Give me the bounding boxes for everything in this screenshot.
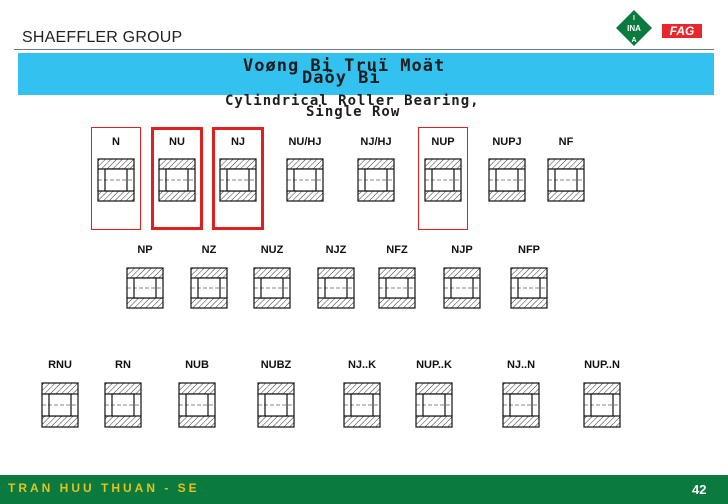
bearing-type-label: RN xyxy=(115,359,131,371)
ina-letter-bot: A xyxy=(631,37,636,44)
bearing-type-label: NJ..N xyxy=(506,359,536,371)
bearing-type-label: NJ..K xyxy=(347,359,377,371)
title-english-line2: Single Row xyxy=(306,104,401,120)
title-vietnamese-line2: Daõy Bi xyxy=(302,68,381,88)
bearing-type-label: NP xyxy=(137,244,153,256)
bearing-type-label: NUP..N xyxy=(584,359,620,371)
bearing-cross-section-icon xyxy=(177,381,217,434)
footer-author: TRAN HUU THUAN - SE xyxy=(8,481,200,495)
bearing-type-label: NJ xyxy=(230,136,246,148)
bearing-type-label: NUP xyxy=(431,136,455,148)
highlight-box xyxy=(91,127,141,230)
bearing-cross-section-icon xyxy=(157,157,197,208)
bearing-type-label: NU xyxy=(169,136,185,148)
bearing-cross-section-icon xyxy=(316,266,356,315)
bearing-cross-section-icon xyxy=(125,266,165,315)
highlight-box xyxy=(151,127,203,230)
bearing-cross-section-icon xyxy=(103,381,143,434)
footer-bar xyxy=(0,475,728,504)
bearing-type-label: NUP..K xyxy=(416,359,452,371)
page-number: 42 xyxy=(692,482,707,497)
title-band xyxy=(18,53,714,95)
bearing-type-label: NFP xyxy=(518,244,540,256)
bearing-type-label: NUZ xyxy=(260,244,284,256)
bearing-cross-section-icon xyxy=(501,381,541,434)
bearing-type-label: NFZ xyxy=(386,244,408,256)
bearing-cross-section-icon xyxy=(356,157,396,208)
bearing-cross-section-icon xyxy=(377,266,417,315)
ina-logo: I INA A xyxy=(616,10,652,46)
ina-letter-top: I xyxy=(633,15,635,22)
bearing-type-label: NUPJ xyxy=(492,136,522,148)
bearing-cross-section-icon xyxy=(285,157,325,208)
bearing-type-label: NZ xyxy=(201,244,217,256)
brand-text: SHAEFFLER GROUP xyxy=(22,29,183,46)
bearing-cross-section-icon xyxy=(189,266,229,315)
bearing-cross-section-icon xyxy=(96,157,136,208)
bearing-cross-section-icon xyxy=(546,157,586,208)
bearing-type-label: RNU xyxy=(48,359,72,371)
header-divider xyxy=(14,49,714,50)
highlight-box xyxy=(418,127,468,230)
bearing-cross-section-icon xyxy=(252,266,292,315)
bearing-cross-section-icon xyxy=(218,157,258,208)
ina-letter-mid: INA xyxy=(627,24,641,33)
bearing-cross-section-icon xyxy=(342,381,382,434)
fag-logo: FAG xyxy=(662,24,702,38)
bearing-type-label: NUBZ xyxy=(260,359,292,371)
bearing-type-label: NU/HJ xyxy=(288,136,322,148)
bearing-type-label: NJ/HJ xyxy=(360,136,392,148)
bearing-type-label: NUB xyxy=(185,359,209,371)
bearing-cross-section-icon xyxy=(487,157,527,208)
bearing-type-label: N xyxy=(112,136,120,148)
bearing-type-label: NF xyxy=(558,136,574,148)
bearing-cross-section-icon xyxy=(256,381,296,434)
bearing-type-label: NJP xyxy=(451,244,473,256)
bearing-cross-section-icon xyxy=(509,266,549,315)
bearing-type-label: NJZ xyxy=(325,244,347,256)
bearing-cross-section-icon xyxy=(423,157,463,208)
title-vietnamese-line1: Voøng Bi Truï Moät xyxy=(243,56,446,76)
bearing-cross-section-icon xyxy=(442,266,482,315)
title-english-line1: Cylindrical Roller Bearing, xyxy=(225,93,480,109)
bearing-cross-section-icon xyxy=(582,381,622,434)
highlight-box xyxy=(212,127,264,230)
bearing-cross-section-icon xyxy=(414,381,454,434)
bearing-cross-section-icon xyxy=(40,381,80,434)
